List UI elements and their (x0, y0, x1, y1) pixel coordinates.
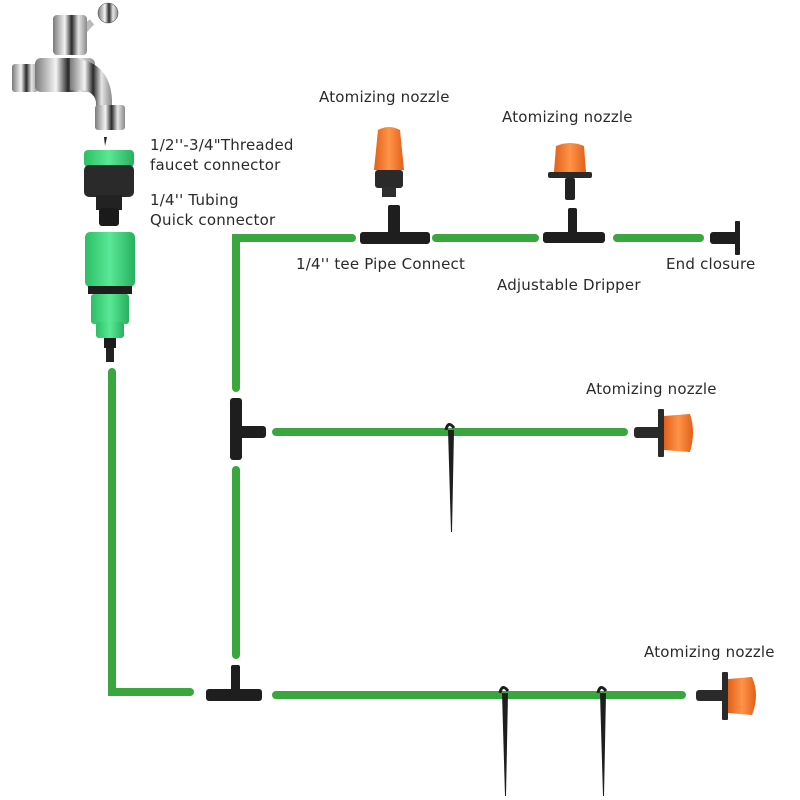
tubing (108, 234, 704, 699)
label-end-closure: End closure (666, 255, 756, 273)
tube-upper-vertical (232, 234, 356, 392)
nozzle-icon (374, 127, 404, 197)
tee-connector-icon (360, 205, 430, 244)
nozzle-icon (634, 409, 693, 457)
label-nozzle-top-1: Atomizing nozzle (319, 88, 450, 106)
tube-main-vertical (108, 368, 194, 696)
label-nozzle-middle: Atomizing nozzle (586, 380, 717, 398)
label-dripper: Adjustable Dripper (497, 276, 641, 294)
label-tee: 1/4'' tee Pipe Connect (296, 255, 466, 273)
stake-icon (498, 686, 510, 796)
tee-connector-icon (543, 208, 605, 243)
label-faucet-connector-line2: faucet connector (150, 156, 281, 174)
faucet-icon (12, 2, 125, 146)
quick-connector-icon (85, 232, 135, 362)
label-quick-connector-line1: 1/4'' Tubing (150, 191, 239, 209)
nozzle-icon (696, 672, 756, 720)
label-nozzle-top-2: Atomizing nozzle (502, 108, 633, 126)
tee-connector-icon (230, 398, 266, 460)
label-nozzle-bottom: Atomizing nozzle (644, 643, 775, 661)
stake-icon (596, 686, 608, 796)
dripper-icon (548, 143, 592, 200)
threaded-connector-icon (84, 150, 134, 226)
end-plug-icon (710, 221, 740, 255)
tee-connector-icon (206, 665, 262, 701)
label-quick-connector-line2: Quick connector (150, 211, 276, 229)
label-faucet-connector-line1: 1/2''-3/4"Threaded (150, 136, 294, 154)
stake-icon (444, 423, 456, 532)
